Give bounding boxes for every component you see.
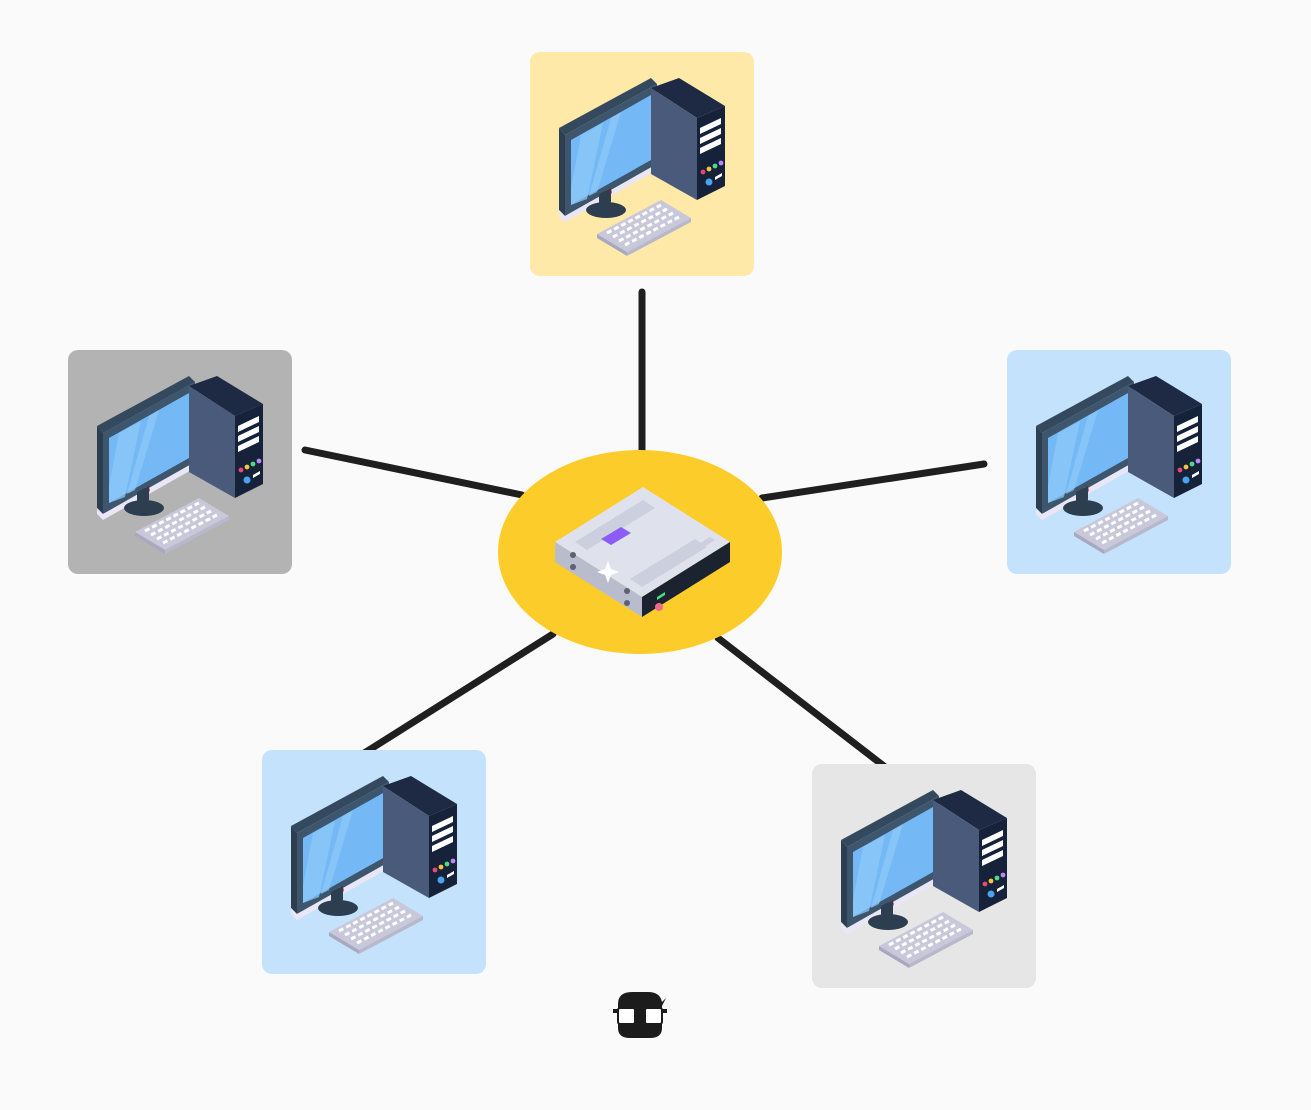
- computer-node-bottom-right: [812, 764, 1036, 988]
- computer-node-bottom-left: [262, 750, 486, 974]
- links: [301, 288, 988, 774]
- computer-node-right: [1007, 350, 1231, 574]
- computer-node-top: [530, 52, 754, 276]
- computer-nodes: [68, 52, 1231, 988]
- link-hub-bottom-left: [354, 630, 557, 761]
- link-hub-bottom-right: [714, 634, 893, 774]
- link-hub-right: [758, 460, 988, 502]
- server-icon: [555, 487, 730, 617]
- computer-node-left: [68, 350, 292, 574]
- hub-node: [498, 450, 782, 654]
- link-hub-left: [301, 446, 526, 499]
- mascot-glasses-logo-icon: [613, 992, 667, 1038]
